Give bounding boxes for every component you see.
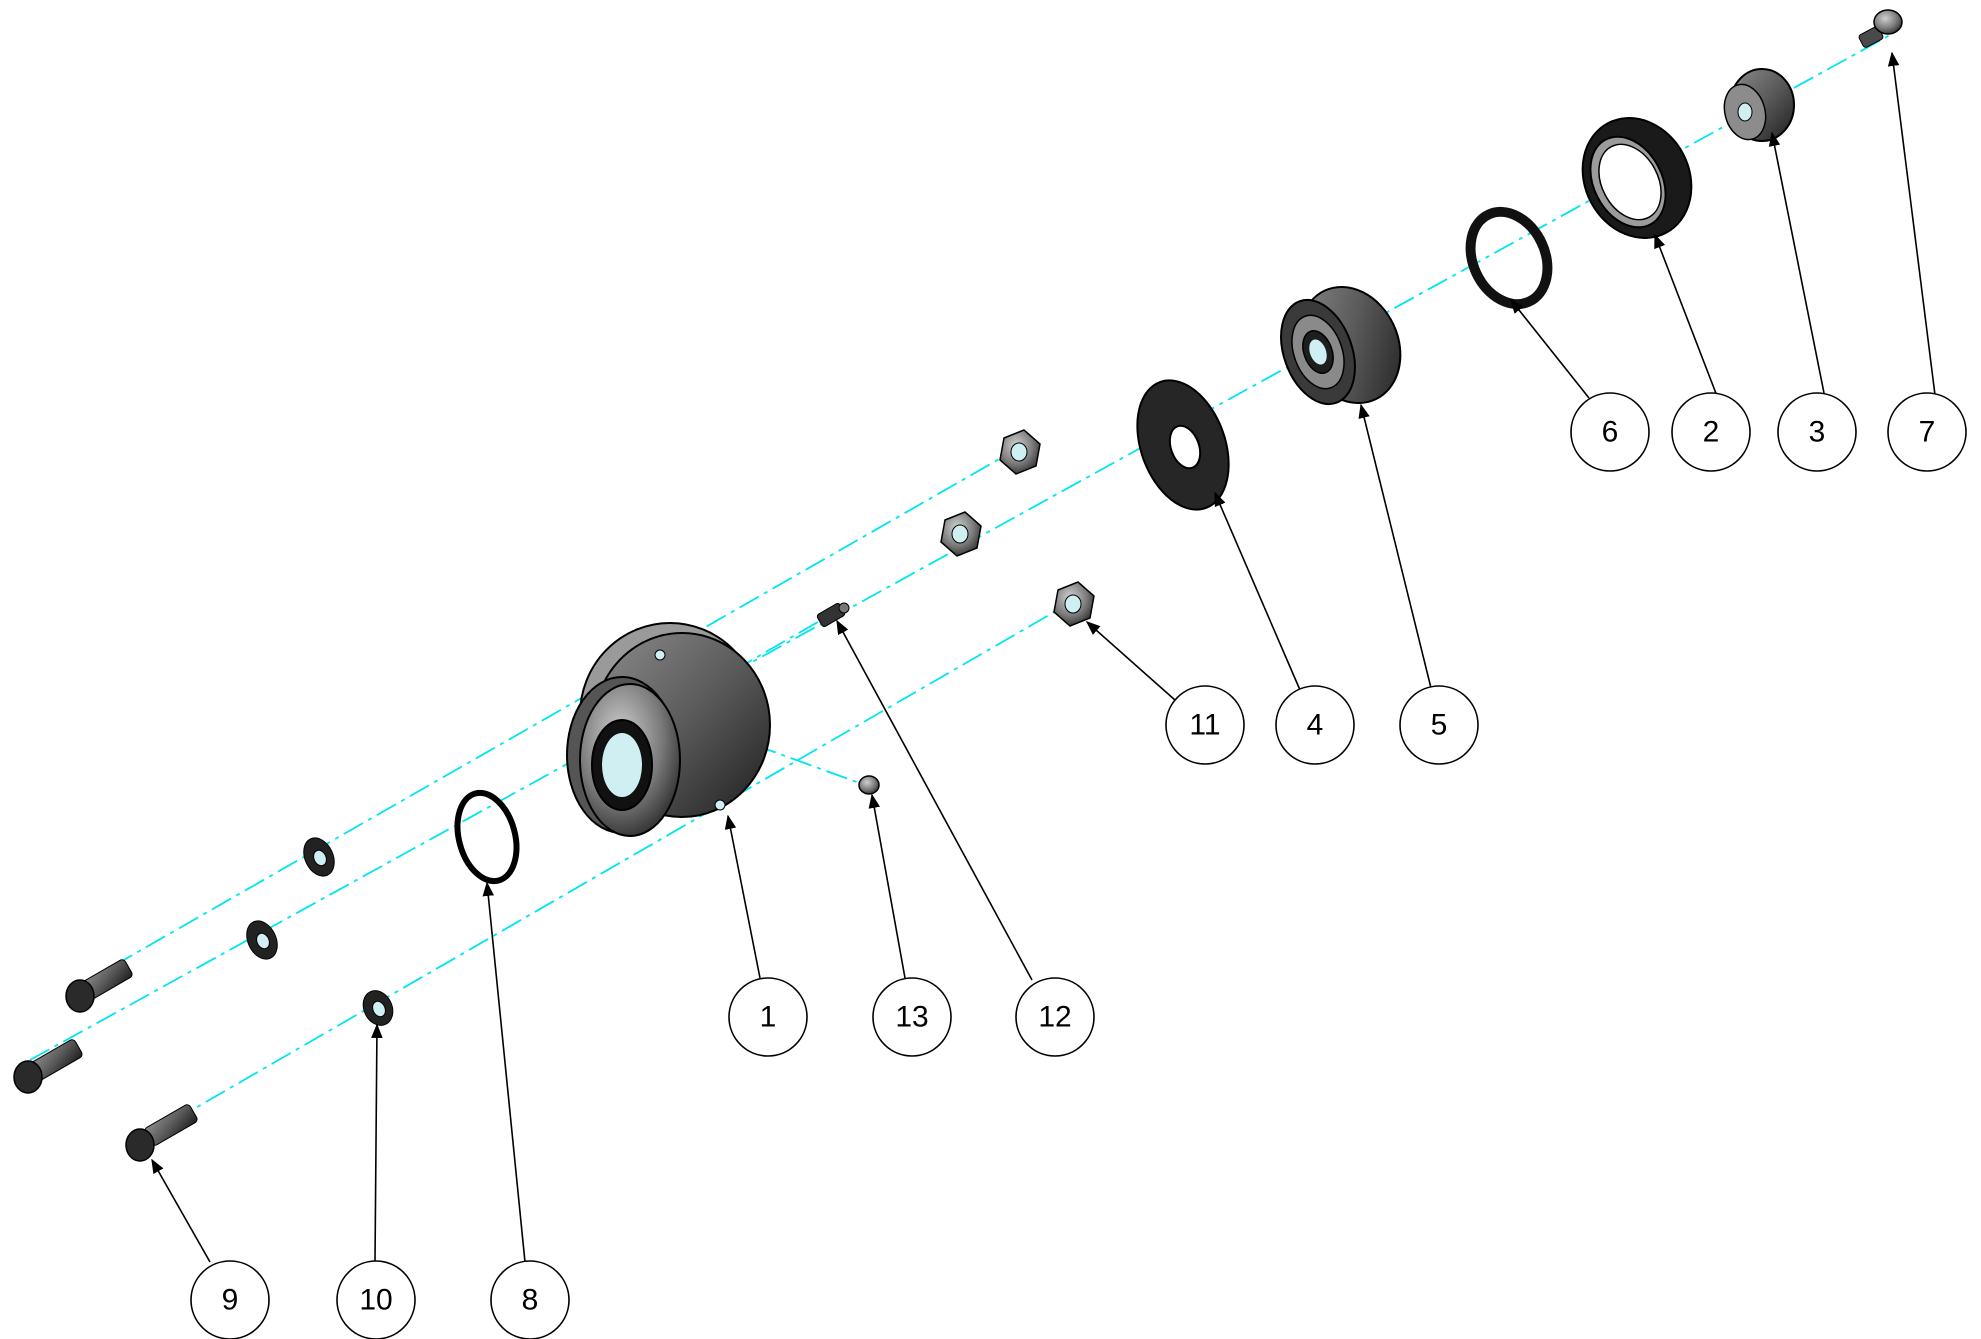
leader-4 [1214, 491, 1301, 691]
balloon-11: 11 [1165, 685, 1245, 765]
bolt-top [65, 959, 133, 1013]
leader-7 [1887, 51, 1936, 396]
balloon-1: 1 [728, 977, 808, 1057]
bolt-axis-upper [79, 449, 1016, 986]
balloon-12: 12 [1015, 977, 1095, 1057]
thrust-washer-part [1136, 379, 1230, 511]
bolt-axis-lower [139, 599, 1076, 1141]
leader-9 [151, 1158, 211, 1263]
o-ring-part [454, 789, 520, 885]
leader-lines [151, 51, 1936, 1263]
ball-bearing-part [1280, 285, 1402, 406]
balloon-13-label: 13 [895, 1001, 928, 1034]
leader-8 [482, 881, 526, 1263]
grease-fitting-part [816, 602, 850, 627]
balloon-2-label: 2 [1703, 416, 1720, 449]
balloon-1-label: 1 [760, 1001, 777, 1034]
balloon-5-label: 5 [1431, 709, 1448, 742]
seal-ring-part [1465, 206, 1553, 310]
leader-5 [1358, 403, 1432, 689]
housing-flange-part [566, 622, 771, 837]
leader-13 [868, 793, 906, 979]
leader-3 [1768, 131, 1825, 394]
plug-part [858, 775, 880, 795]
balloon-8: 8 [490, 1260, 570, 1339]
washers-part [246, 837, 394, 1026]
bolts-part [13, 959, 198, 1162]
axis-lines [29, 34, 1891, 1141]
leader-10 [371, 1023, 383, 1263]
bolt-bottom [125, 1104, 198, 1162]
balloon-10-label: 10 [359, 1284, 392, 1317]
bolt-middle [13, 1039, 83, 1094]
washer-top [303, 837, 335, 877]
balloon-4-label: 4 [1307, 709, 1324, 742]
balloons: 1 13 12 11 4 5 6 2 [190, 392, 1967, 1339]
balloon-6-label: 6 [1602, 416, 1619, 449]
balloon-9-label: 9 [222, 1284, 239, 1317]
small-screw-part [1858, 9, 1903, 48]
leader-11 [1085, 621, 1176, 701]
balloon-9: 9 [190, 1260, 270, 1339]
nut-lower [1053, 581, 1095, 627]
balloon-7: 7 [1887, 392, 1967, 472]
plug-axis [754, 744, 866, 786]
balloon-7-label: 7 [1919, 416, 1936, 449]
leader-2 [1654, 233, 1718, 397]
bushing-part [1723, 68, 1795, 142]
balloon-13: 13 [872, 977, 952, 1057]
leader-1 [724, 814, 761, 979]
balloon-2: 2 [1671, 392, 1751, 472]
nut-middle [940, 511, 982, 557]
balloon-3-label: 3 [1809, 416, 1826, 449]
balloon-8-label: 8 [522, 1284, 539, 1317]
lip-seal-part [1581, 117, 1693, 239]
washer-middle [246, 920, 278, 960]
leader-12 [836, 619, 1033, 981]
main-axis [29, 34, 1891, 1061]
fitting-axis [699, 614, 831, 691]
nut-upper [999, 429, 1041, 475]
balloon-11-label: 11 [1189, 709, 1220, 742]
balloon-4: 4 [1275, 685, 1355, 765]
washer-bottom [362, 990, 394, 1026]
balloon-5: 5 [1399, 685, 1479, 765]
balloon-10: 10 [336, 1260, 416, 1339]
balloon-6: 6 [1570, 392, 1650, 472]
nuts-part [940, 429, 1095, 627]
leader-6 [1510, 298, 1590, 399]
balloon-3: 3 [1777, 392, 1857, 472]
balloon-12-label: 12 [1038, 1001, 1071, 1034]
